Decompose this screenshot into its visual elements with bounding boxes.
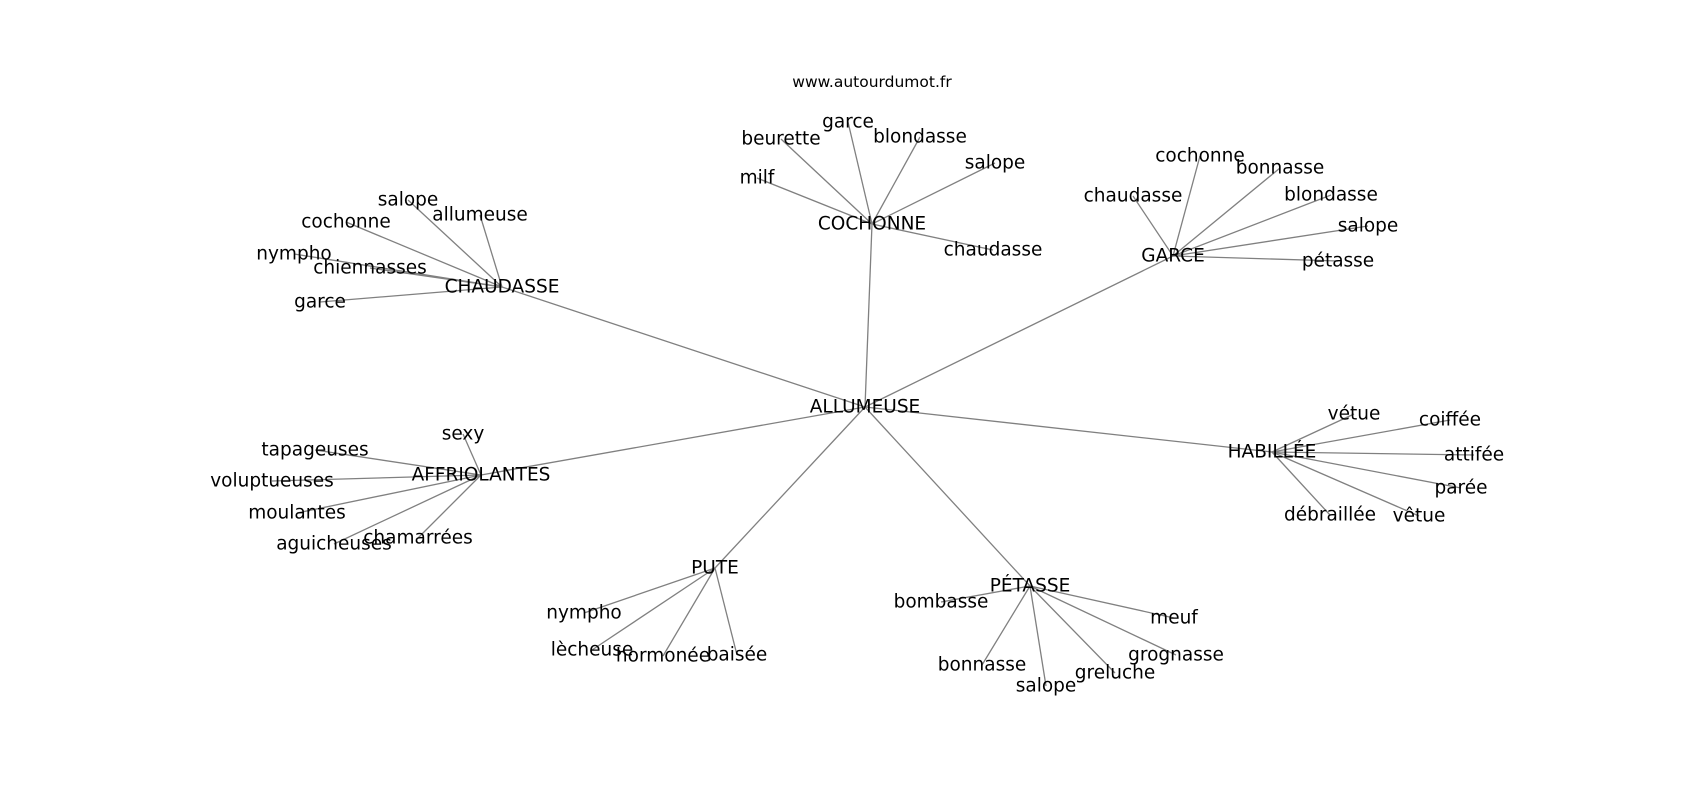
leaf-node-chaudasse-garce: garce: [294, 292, 346, 313]
edge-garce-blondasse: [1172, 194, 1332, 257]
edge-garce-petasse: [1172, 255, 1339, 262]
graph-nodes: milfbeurettegarceblondassesalopechaudass…: [210, 112, 1504, 697]
edge-garce-chaudasse: [1132, 195, 1174, 257]
edge-root-cochonne: [864, 223, 873, 408]
leaf-node-petasse-bombasse: bombasse: [894, 592, 989, 613]
leaf-node-affriolantes-tapageuses: tapageuses: [261, 440, 368, 461]
edge-petasse-meuf: [1029, 585, 1175, 619]
leaf-node-affriolantes-chamarrees: chamarrées: [363, 528, 472, 549]
leaf-node-petasse-grognasse: grognasse: [1128, 645, 1224, 666]
edge-root-chaudasse: [501, 286, 866, 408]
hub-node-chaudasse: CHAUDASSE: [445, 277, 560, 298]
edge-affriolantes-tapageuses: [314, 449, 482, 476]
edge-habillee-paree: [1271, 451, 1462, 489]
leaf-node-petasse-salope: salope: [1016, 676, 1077, 697]
leaf-node-cochonne-beurette: beurette: [741, 129, 820, 150]
hub-node-petasse: PÉTASSE: [990, 575, 1071, 597]
edge-chaudasse-salope: [407, 199, 503, 288]
hub-node-cochonne: COCHONNE: [818, 214, 926, 235]
hub-node-habillee: HABILLÉE: [1228, 441, 1317, 463]
edge-pute-nympho: [583, 567, 716, 614]
edge-garce-cochonne: [1172, 155, 1201, 257]
edge-root-garce: [864, 255, 1174, 408]
edge-pute-baisee: [714, 567, 738, 656]
edge-cochonne-milf: [756, 177, 873, 225]
leaf-node-chaudasse-chiennasses: chiennasses: [313, 258, 427, 279]
leaf-node-garce-cochonne: cochonne: [1155, 146, 1245, 167]
leaf-node-habillee-coiffee: coiffée: [1419, 410, 1481, 431]
edge-garce-salope: [1172, 225, 1369, 257]
hub-node-affriolantes: AFFRIOLANTES: [412, 465, 551, 486]
leaf-node-affriolantes-aguicheuses: aguicheuses: [276, 534, 392, 555]
edge-garce-bonnasse: [1172, 167, 1281, 257]
edge-cochonne-garce: [847, 121, 873, 225]
edge-root-petasse: [864, 406, 1031, 587]
hub-node-garce: GARCE: [1141, 246, 1205, 267]
leaf-node-habillee-paree: parée: [1434, 478, 1487, 499]
edge-affriolantes-voluptueuses: [271, 474, 482, 482]
leaf-node-petasse-greluche: greluche: [1075, 663, 1155, 684]
edge-cochonne-blondasse: [871, 136, 921, 225]
edge-affriolantes-aguicheuses: [333, 474, 482, 545]
source-url: www.autourdumot.fr: [792, 73, 952, 91]
edge-cochonne-chaudasse: [871, 223, 994, 251]
leaf-node-chaudasse-cochonne: cochonne: [301, 212, 391, 233]
edge-root-affriolantes: [480, 406, 866, 476]
edge-petasse-grognasse: [1029, 585, 1177, 656]
leaf-node-habillee-vetue: vétue: [1328, 404, 1381, 425]
leaf-node-chaudasse-salope: salope: [378, 190, 439, 211]
edge-habillee-coiffee: [1271, 419, 1451, 453]
graph-edges: [271, 121, 1475, 687]
leaf-node-garce-bonnasse: bonnasse: [1236, 158, 1325, 179]
leaf-node-garce-blondasse: blondasse: [1284, 185, 1378, 206]
leaf-node-pute-lecheuse: lècheuse: [551, 640, 634, 661]
edge-chaudasse-garce: [319, 286, 503, 303]
edge-habillee-vetue: [1271, 451, 1420, 517]
edge-pute-lecheuse: [591, 567, 716, 651]
edge-affriolantes-moulantes: [296, 474, 482, 514]
leaf-node-petasse-meuf: meuf: [1150, 608, 1198, 629]
edge-cochonne-beurette: [780, 138, 873, 225]
edge-petasse-bombasse: [940, 585, 1031, 603]
leaf-node-garce-salope: salope: [1338, 216, 1399, 237]
edge-chaudasse-cochonne: [345, 221, 503, 288]
edge-root-pute: [714, 406, 866, 569]
leaf-node-habillee-attifee: attifée: [1444, 445, 1504, 466]
edge-petasse-salope: [1029, 585, 1047, 687]
leaf-node-chaudasse-nympho: nympho: [256, 244, 331, 265]
edge-chaudasse-chiennasses: [369, 267, 503, 288]
edge-affriolantes-sexy: [462, 433, 482, 476]
edge-root-habillee: [864, 406, 1273, 453]
hub-node-pute: PUTE: [691, 558, 739, 579]
leaf-node-cochonne-salope: salope: [965, 153, 1026, 174]
edge-pute-hormonee: [662, 567, 716, 657]
edge-petasse-bonnasse: [981, 585, 1031, 666]
edge-petasse-greluche: [1029, 585, 1116, 674]
leaf-node-pute-baisee: baisée: [707, 645, 768, 666]
leaf-node-habillee-debraillee: débraillée: [1284, 505, 1376, 526]
leaf-node-habillee-vetue: vêtue: [1393, 506, 1446, 527]
leaf-node-affriolantes-moulantes: moulantes: [248, 503, 346, 524]
leaf-node-chaudasse-allumeuse: allumeuse: [432, 205, 528, 226]
edge-habillee-attifee: [1271, 451, 1475, 456]
leaf-node-garce-chaudasse: chaudasse: [1084, 186, 1183, 207]
edge-habillee-vetue: [1271, 413, 1355, 453]
leaf-node-pute-nympho: nympho: [546, 603, 621, 624]
leaf-node-cochonne-chaudasse: chaudasse: [944, 240, 1043, 261]
leaf-node-pute-hormonee: hormonée: [616, 646, 710, 667]
leaf-node-garce-petasse: pétasse: [1302, 251, 1374, 272]
leaf-node-affriolantes-voluptueuses: voluptueuses: [210, 471, 334, 492]
leaf-node-cochonne-blondasse: blondasse: [873, 127, 967, 148]
leaf-node-cochonne-milf: milf: [740, 168, 775, 189]
edge-cochonne-salope: [871, 162, 996, 225]
edge-habillee-debraillee: [1271, 451, 1331, 516]
edge-affriolantes-chamarrees: [417, 474, 482, 539]
leaf-node-petasse-bonnasse: bonnasse: [938, 655, 1027, 676]
root-node: ALLUMEUSE: [810, 397, 921, 418]
leaf-node-cochonne-garce: garce: [822, 112, 874, 133]
edge-chaudasse-allumeuse: [479, 214, 503, 288]
leaf-node-affriolantes-sexy: sexy: [442, 424, 485, 445]
